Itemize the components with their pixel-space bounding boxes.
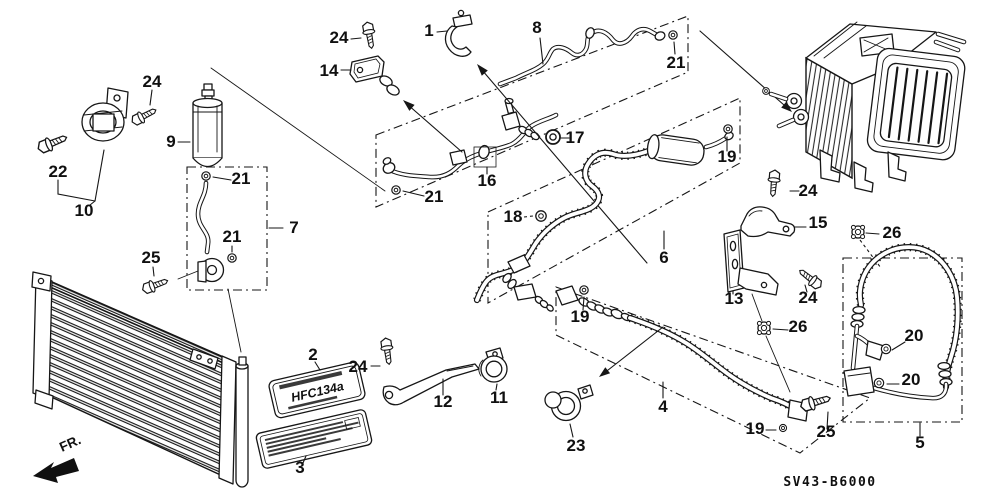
- pipe-clamp-1: [444, 9, 473, 57]
- front-direction-marker: FR.: [33, 432, 83, 483]
- fr-label: FR.: [57, 432, 83, 455]
- condenser-bracket: [189, 348, 219, 370]
- callout-7: 7: [289, 218, 298, 237]
- callout-23: 23: [567, 436, 586, 455]
- callout-3: 3: [295, 458, 304, 477]
- callout-12: 12: [434, 392, 453, 411]
- ac-pipe-assembly-8-16: [375, 15, 689, 208]
- pipe-bracket-13: [723, 229, 779, 296]
- callout-19-b: 19: [571, 307, 590, 326]
- condenser: [31, 271, 249, 488]
- condenser-right-rail: [218, 355, 237, 485]
- suction-hose-assembly-6: [473, 97, 741, 312]
- callout-10: 10: [75, 201, 94, 220]
- pipe-bracket-14: [349, 55, 400, 96]
- callout-9: 9: [166, 132, 175, 151]
- callout-14: 14: [320, 61, 339, 80]
- callout-25-a: 25: [142, 248, 161, 267]
- compressor-hose-assembly-5: [842, 243, 963, 423]
- bolt-25-left: [140, 274, 171, 297]
- callout-13: 13: [725, 289, 744, 308]
- callout-17: 17: [566, 128, 585, 147]
- callout-4: 4: [658, 397, 668, 416]
- callout-21-b: 21: [232, 169, 251, 188]
- callout-15: 15: [809, 213, 828, 232]
- callout-16: 16: [478, 171, 497, 190]
- refrigerant-label-2: HFC134a: [268, 361, 366, 419]
- callout-24-a: 24: [330, 28, 349, 47]
- diagram-code: SV43-B6000: [783, 475, 876, 490]
- callout-5: 5: [915, 433, 924, 452]
- install-arrow-16: [403, 100, 415, 111]
- callout-26-a: 26: [883, 223, 902, 242]
- callout-20-a: 20: [905, 326, 924, 345]
- grommet-18: [535, 210, 547, 222]
- callout-6: 6: [659, 248, 668, 267]
- callout-20-b: 20: [902, 370, 921, 389]
- callout-1: 1: [424, 21, 433, 40]
- callout-2: 2: [308, 345, 317, 364]
- fr-arrow-icon: [33, 458, 79, 483]
- callout-24-b: 24: [143, 72, 162, 91]
- callout-21-d: 21: [223, 227, 242, 246]
- callout-labels: 24 1 8 21 14 24 9 22 10 17 16 21 21 21 7…: [49, 18, 925, 477]
- suction-muffler: [646, 134, 705, 166]
- discharge-hose-assembly-4: [555, 285, 872, 454]
- callout-24-c: 24: [799, 181, 818, 200]
- bolt-24-top: [360, 20, 379, 50]
- grommet-20-lower: [873, 377, 885, 389]
- receiver-drier-9: [192, 83, 223, 168]
- bolt-24-left: [128, 104, 160, 128]
- callout-24-e: 24: [349, 357, 368, 376]
- suction-pipe-bracket-12: [382, 363, 480, 406]
- connect-arrow-4: [599, 367, 611, 377]
- connect-arrow-evaporator: [781, 101, 792, 112]
- bolt-24-evap-upper: [766, 168, 782, 198]
- callout-8: 8: [532, 18, 541, 37]
- nut-26-lower: [756, 320, 772, 336]
- callout-11: 11: [490, 388, 508, 407]
- callout-19-a: 19: [718, 147, 737, 166]
- caution-label-3: [255, 409, 373, 469]
- condenser-receiver-tube: [235, 365, 249, 488]
- pipe-bracket-15: [740, 206, 796, 238]
- bolt-24-center: [378, 336, 396, 366]
- callout-25-b: 25: [817, 422, 836, 441]
- receiver-pipe-assembly-7: [186, 166, 268, 291]
- valve-cap-17: [545, 129, 561, 145]
- callout-22: 22: [49, 162, 68, 181]
- evaporator-unit: [762, 21, 967, 193]
- bolt-22: [34, 130, 70, 156]
- grommet-20-upper: [880, 343, 892, 355]
- bolt-25-right: [798, 390, 833, 414]
- callout-24-d: 24: [799, 288, 818, 307]
- callout-21-c: 21: [425, 187, 444, 206]
- condenser-left-rail: [32, 274, 53, 400]
- install-arrow-6: [477, 64, 488, 76]
- callout-18: 18: [504, 207, 523, 226]
- hose-clamp-23: [544, 384, 594, 422]
- pipe-clamp-10: [81, 87, 129, 142]
- callout-21-a: 21: [667, 53, 686, 72]
- hose-clamp-11: [478, 347, 508, 383]
- nut-26-upper: [850, 224, 866, 240]
- callout-26-b: 26: [789, 317, 808, 336]
- callout-19-c: 19: [746, 419, 765, 438]
